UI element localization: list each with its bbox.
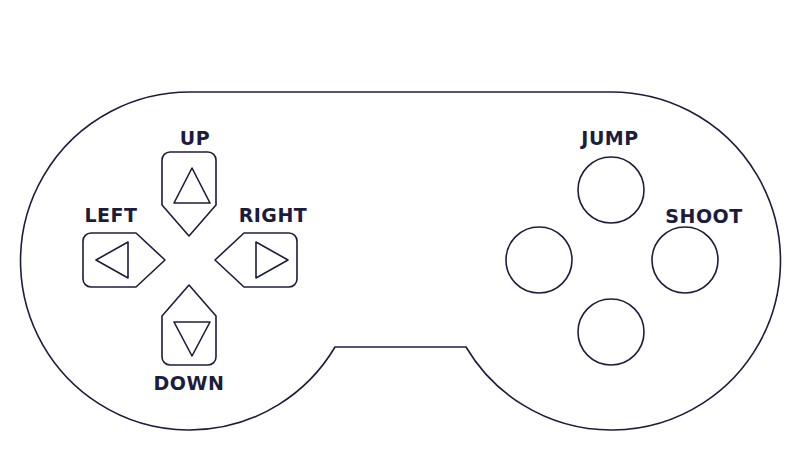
arrow-symbol	[96, 242, 128, 278]
dpad-button: DOWN	[140, 280, 240, 398]
button-label: LEFT	[84, 206, 137, 225]
dpad-key	[162, 152, 216, 236]
action-button-circle	[578, 157, 644, 223]
controller-body	[21, 92, 781, 430]
action-button-circle	[652, 227, 718, 293]
dpad-key	[83, 233, 165, 287]
action-button	[578, 299, 644, 365]
dpad-key	[162, 285, 216, 365]
dpad-button: UP	[150, 122, 240, 240]
action-button	[506, 227, 572, 293]
action-button: SHOOT	[640, 200, 755, 295]
arrow-symbol	[174, 322, 210, 356]
arrow-symbol	[256, 242, 288, 278]
dpad-key	[215, 233, 297, 287]
button-label: JUMP	[581, 129, 638, 148]
button-label: UP	[180, 129, 210, 148]
button-label: RIGHT	[239, 206, 308, 225]
dpad-button: LEFT	[70, 200, 170, 292]
button-label: SHOOT	[665, 207, 742, 226]
dpad-button: RIGHT	[210, 200, 330, 292]
button-label: DOWN	[154, 374, 225, 393]
arrow-symbol	[174, 168, 210, 203]
action-button: JUMP	[560, 122, 660, 227]
